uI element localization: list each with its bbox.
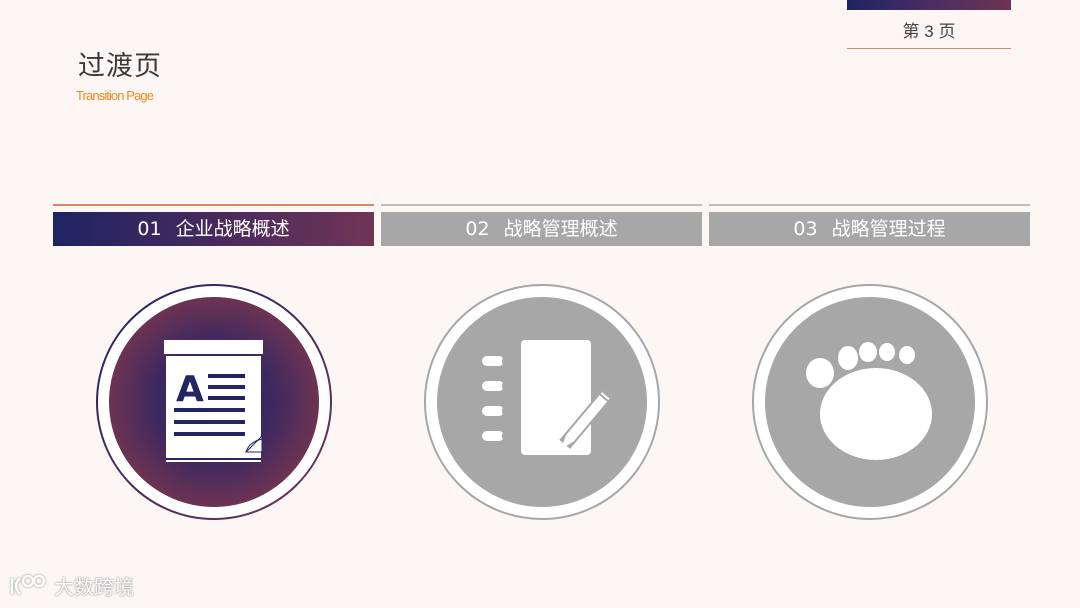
tab-label: 企业战略概述 [175, 218, 290, 240]
tab-label: 战略管理概述 [503, 218, 618, 240]
tab-number: 02 [465, 218, 490, 240]
section-03-icon-circle[interactable] [752, 284, 988, 520]
section-01-icon-circle[interactable]: A [96, 284, 332, 520]
footprint-icon [752, 284, 988, 520]
page-subtitle: Transition Page [76, 88, 154, 103]
tab-bar: 02 战略管理概述 [381, 212, 702, 246]
svg-text:A: A [176, 369, 204, 410]
page-indicator-underline [847, 48, 1011, 49]
tab-top-line [381, 204, 702, 206]
tab-01-enterprise-strategy-overview[interactable]: 01 企业战略概述 [53, 204, 374, 246]
tab-02-strategic-management-overview[interactable]: 02 战略管理概述 [381, 204, 702, 246]
page-title: 过渡页 [78, 51, 162, 82]
top-accent-bar [847, 0, 1011, 10]
section-02-icon-circle[interactable] [424, 284, 660, 520]
watermark: 大数跨境 [8, 570, 134, 600]
tab-bar: 01 企业战略概述 [53, 212, 374, 246]
page-indicator: 第 3 页 [902, 22, 956, 41]
notebook-pencil-icon [424, 284, 660, 520]
watermark-logo-icon [10, 574, 46, 595]
document-icon: A [96, 284, 332, 520]
tab-label: 战略管理过程 [831, 218, 946, 240]
tab-top-line [53, 204, 374, 206]
tab-bar: 03 战略管理过程 [709, 212, 1030, 246]
tab-number: 03 [793, 218, 818, 240]
tab-03-strategic-management-process[interactable]: 03 战略管理过程 [709, 204, 1030, 246]
watermark-text: 大数跨境 [54, 574, 134, 599]
tab-number: 01 [137, 218, 162, 240]
tab-top-line [709, 204, 1030, 206]
